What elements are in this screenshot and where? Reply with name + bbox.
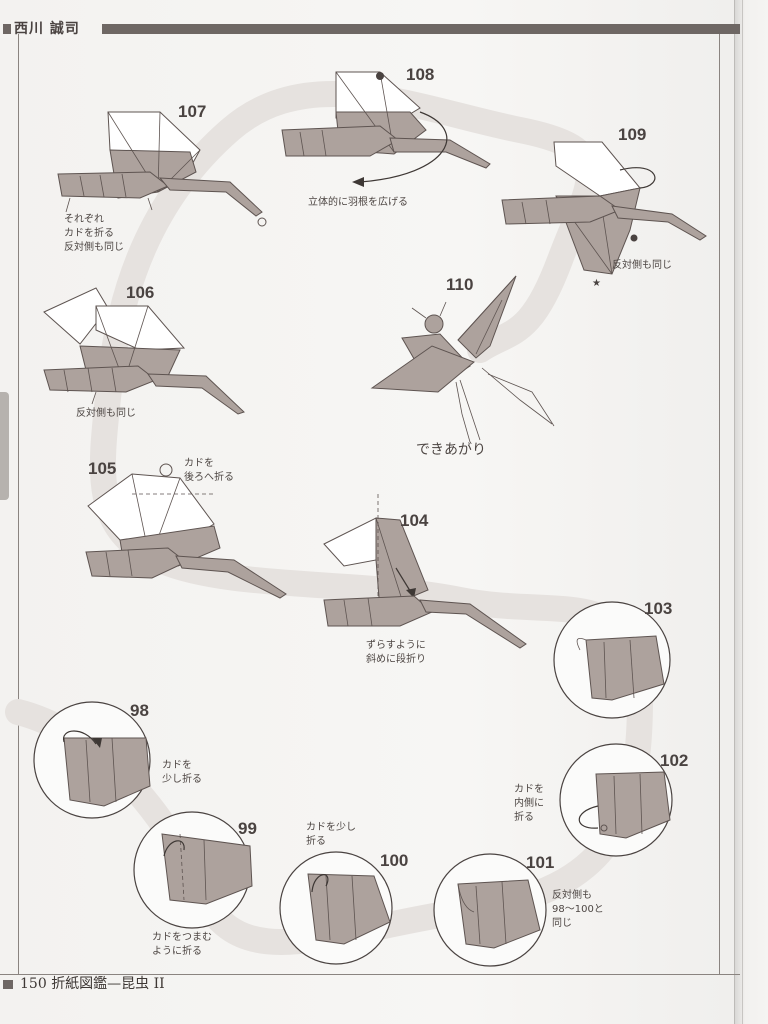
step-note: 反対側も同じ <box>76 406 136 419</box>
step-107: 107 それぞれ カドを折る 反対側も同じ <box>57 102 267 253</box>
step-102: 102 カドを 内側に 折る <box>514 743 688 857</box>
step-note: 反対側も <box>552 888 592 901</box>
footer: 150 折紙図鑑—昆虫 ⅠⅠ <box>20 974 165 994</box>
author-name: 西川 誠司 <box>14 21 80 37</box>
step-105: 105 カドを 後ろへ折る <box>85 457 287 599</box>
step-note: カドを折る <box>64 226 114 239</box>
step-number: 100 <box>380 851 408 870</box>
step-note: カドを少し <box>306 821 356 833</box>
step-note: 内側に <box>514 796 544 809</box>
step-number: 101 <box>526 853 554 872</box>
step-108: 108 立体的に羽根を広げる <box>281 65 491 208</box>
finished-label: できあがり <box>416 442 486 458</box>
content-frame <box>18 34 720 974</box>
step-note: 98〜100と <box>552 903 604 915</box>
step-number: 109 <box>618 125 646 144</box>
step-number: 99 <box>238 819 257 838</box>
step-note: 反対側も同じ <box>612 258 672 271</box>
step-note: ずらすように <box>366 639 426 651</box>
footer-marker <box>3 980 13 989</box>
step-99: 99 カドをつまむ ように折る <box>133 811 257 957</box>
step-note: 同じ <box>552 917 572 929</box>
step-note: それぞれ <box>64 213 104 225</box>
step-note: 少し折る <box>162 772 202 785</box>
page-edge-line <box>742 0 743 1024</box>
step-note: 折る <box>306 834 326 847</box>
step-number: 102 <box>660 751 688 770</box>
step-100: 100 カドを少し 折る <box>279 821 408 965</box>
step-number: 98 <box>130 701 149 720</box>
step-note: カドを <box>514 783 544 795</box>
facing-page-edge <box>734 0 768 1024</box>
step-number: 106 <box>126 283 154 302</box>
step-109: ★ 109 反対側も同じ <box>501 125 707 289</box>
step-note: 折る <box>514 810 534 823</box>
step-note: 斜めに段折り <box>366 652 426 665</box>
header-rule <box>0 24 740 34</box>
step-note: カドを <box>162 759 192 771</box>
chapter-side-tab <box>0 392 9 500</box>
step-106: 106 反対側も同じ <box>43 283 245 419</box>
step-number: 108 <box>406 65 434 84</box>
step-note: 立体的に羽根を広げる <box>308 195 408 208</box>
step-note: 後ろへ折る <box>184 470 234 483</box>
header-label-box <box>0 20 102 38</box>
step-note: カドを <box>184 457 214 469</box>
step-103: 103 <box>553 599 672 719</box>
svg-text:★: ★ <box>592 278 601 289</box>
step-number: 104 <box>400 511 429 530</box>
book-title: 折紙図鑑—昆虫 ⅠⅠ <box>51 976 165 992</box>
step-101: 101 反対側も 98〜100と 同じ <box>433 853 604 967</box>
step-note: 反対側も同じ <box>64 240 124 253</box>
header-marker <box>3 24 11 34</box>
footer-rule <box>0 974 740 975</box>
step-note: カドをつまむ <box>152 931 212 943</box>
step-104: 104 ずらすように 斜めに段折り <box>323 494 527 665</box>
step-98: 98 カドを 少し折る <box>33 701 202 819</box>
step-note: ように折る <box>152 944 202 957</box>
step-number: 107 <box>178 102 206 121</box>
step-number: 103 <box>644 599 672 618</box>
page-number: 150 <box>20 976 47 992</box>
step-110-finished: 110 できあがり <box>370 275 555 458</box>
step-number: 105 <box>88 459 116 478</box>
step-number: 110 <box>446 275 473 294</box>
